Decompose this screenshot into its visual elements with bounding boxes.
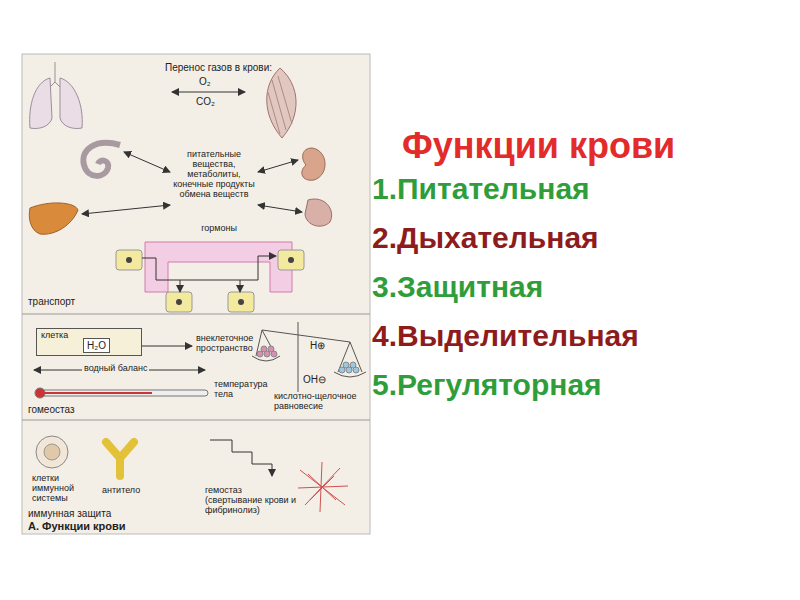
list-item: 5.Регуляторная [372,368,602,401]
ion-label: OH⊖ [303,374,326,385]
list-item: 3.Защитная [372,270,543,303]
water-arrow [142,346,192,347]
note-label: температура тела [214,380,270,400]
liver [29,203,78,234]
hormone-band: гормоны [140,224,298,240]
note-label: антитело [102,486,140,496]
intestine [83,143,120,176]
lungs [30,62,83,129]
figure-panel [22,54,370,534]
gas-arrow [172,92,245,93]
target-cells [116,250,304,312]
kidney [302,148,325,180]
coagulation-cascade [210,440,272,476]
gas-label: O₂ [199,76,211,87]
cell-box: клеткаH₂O [36,328,142,356]
note-label: кислотно-щелочное равновесие [272,392,362,412]
list-item: 2.Дыхательная [372,221,599,254]
note-label: клетки иммунной системы [32,474,102,504]
muscle [267,68,296,138]
spleen [305,199,332,226]
section-label: гомеостаз [28,404,75,415]
section-label: транспорт [28,296,75,307]
node-text: H₂O [87,340,106,351]
antibody [106,442,134,476]
water-box: H₂O [83,338,110,353]
note-label: водный баланс [82,364,149,374]
transport-text: питательные вещества, метаболиты, конечн… [172,150,256,199]
figure-caption: А. Функции крови [28,520,126,532]
ion-label: H⊕ [310,340,325,351]
gas-label: CO₂ [196,96,215,107]
list-item: 1.Питательная [372,172,590,205]
note-label: внеклеточное пространство [196,334,268,354]
node-text: гормоны [140,224,298,234]
note-label: гемостаз (свертывание крови и фибринолиз… [205,486,297,516]
title: Функции крови [402,126,675,166]
immune-cell [36,436,68,468]
list-item: 4.Выделительная [372,319,639,352]
fibrin-net [298,462,348,512]
hormone-vessel [145,242,292,292]
figure-heading: Перенос газов в крови: [165,62,272,73]
section-label: иммунная защита [28,508,111,519]
thermometer [35,388,208,398]
